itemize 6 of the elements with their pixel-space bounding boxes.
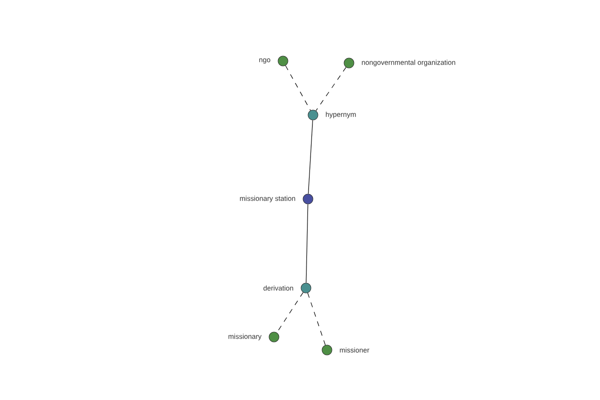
connector-line <box>306 204 308 284</box>
connector-line <box>276 292 304 333</box>
connector-line <box>316 67 346 111</box>
connector-line <box>308 120 313 194</box>
connector-line <box>307 292 326 346</box>
connector-line <box>285 65 311 111</box>
